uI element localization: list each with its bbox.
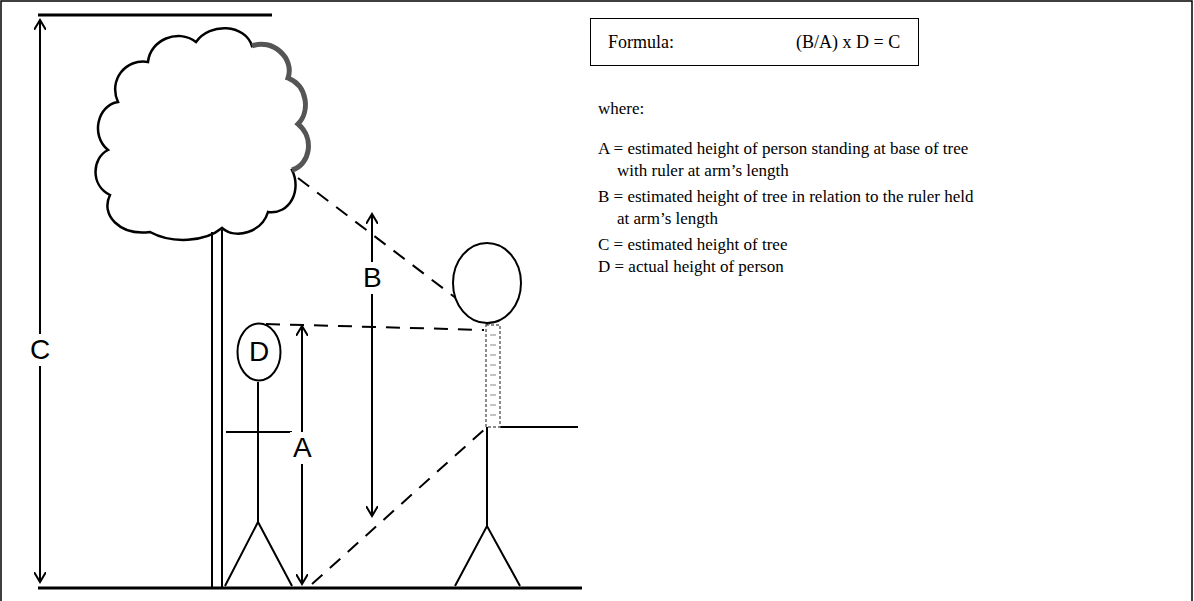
dimension-label: B — [360, 262, 385, 294]
formula-text: (B/A) x D = C — [796, 31, 900, 53]
top-line — [38, 14, 272, 17]
tree-trunk — [211, 232, 213, 587]
person-arms — [226, 431, 292, 433]
observer-head — [453, 243, 521, 323]
definition: B = estimated height of tree in relation… — [598, 186, 978, 230]
tree-canopy — [96, 28, 309, 240]
note-heading: where: — [598, 98, 978, 120]
person-legs — [225, 522, 292, 586]
head-text: D — [236, 322, 282, 382]
tree-trunk — [221, 230, 223, 587]
definition: C = estimated height of tree — [598, 234, 978, 256]
formula-box: Formula: (B/A) x D = C — [590, 18, 919, 66]
dimension-arrow — [39, 20, 41, 582]
definition-list: where: A = estimated height of person sta… — [598, 98, 978, 278]
sight-line — [312, 428, 486, 584]
ruler-ticks — [490, 335, 496, 415]
formula-heading: Formula: — [608, 31, 674, 53]
definition: A = estimated height of person standing … — [598, 138, 978, 182]
canopy-shading — [252, 44, 308, 170]
person-label: D — [249, 337, 269, 367]
sight-line — [266, 324, 484, 330]
observer-arm — [500, 426, 578, 428]
dimension-label: A — [290, 432, 315, 464]
definition: D = actual height of person — [598, 256, 978, 278]
dimension-label: C — [27, 334, 53, 366]
person-body — [257, 382, 259, 522]
dimension-arrow — [371, 214, 373, 516]
ruler — [486, 325, 500, 427]
observer-legs — [455, 526, 520, 586]
ground-line — [38, 587, 582, 590]
person-head: D — [236, 322, 282, 382]
